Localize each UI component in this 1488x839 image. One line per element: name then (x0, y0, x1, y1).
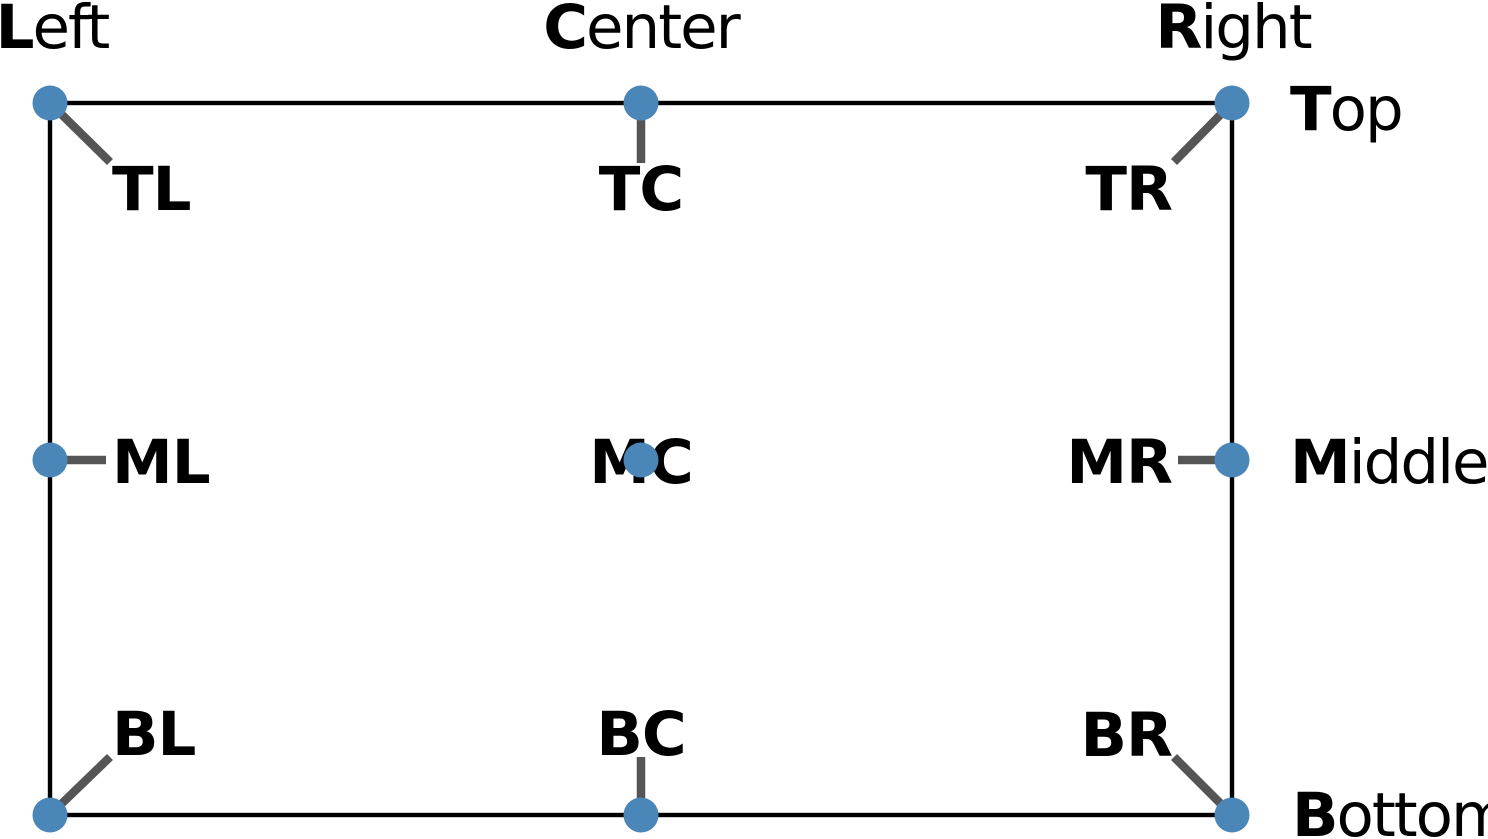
anchor-dot-br (1214, 797, 1250, 833)
anchor-dot-bl (32, 797, 68, 833)
row-label-bottom-initial: B (1292, 780, 1337, 839)
row-label-middle-rest: iddle (1349, 427, 1488, 498)
row-label-bottom-rest: ottom (1337, 780, 1488, 839)
row-label-top-initial: T (1290, 74, 1332, 145)
anchor-label-tr: TR (1085, 154, 1172, 225)
column-label-left-rest: eft (33, 0, 110, 63)
row-label-middle-initial: M (1290, 427, 1349, 498)
column-label-left-initial: L (0, 0, 34, 63)
anchor-label-mr: MR (1066, 427, 1172, 498)
anchor-dot-mc (623, 442, 659, 478)
anchor-dot-tc (623, 85, 659, 121)
column-label-right: Right (1155, 0, 1311, 63)
anchor-dot-mr (1214, 442, 1250, 478)
row-label-bottom: Bottom (1292, 780, 1488, 839)
column-label-center-rest: enter (586, 0, 742, 63)
anchor-dot-tl (32, 85, 68, 121)
column-label-left: Left (0, 0, 109, 63)
row-label-top-rest: op (1330, 74, 1402, 145)
row-label-middle: Middle (1290, 427, 1488, 498)
column-label-right-rest: ight (1200, 0, 1311, 63)
column-label-center-initial: C (543, 0, 586, 63)
column-label-center: Center (543, 0, 741, 63)
anchor-dot-ml (32, 442, 68, 478)
anchor-label-br: BR (1081, 700, 1172, 771)
anchor-label-bl: BL (112, 699, 195, 770)
column-label-right-initial: R (1155, 0, 1201, 63)
anchor-label-ml: ML (112, 427, 210, 498)
anchor-label-bc: BC (596, 699, 685, 770)
anchor-dot-tr (1214, 85, 1250, 121)
anchor-label-tl: TL (112, 154, 191, 225)
row-label-top: Top (1290, 74, 1402, 145)
anchor-label-tc: TC (599, 154, 683, 225)
anchor-dot-bc (623, 797, 659, 833)
